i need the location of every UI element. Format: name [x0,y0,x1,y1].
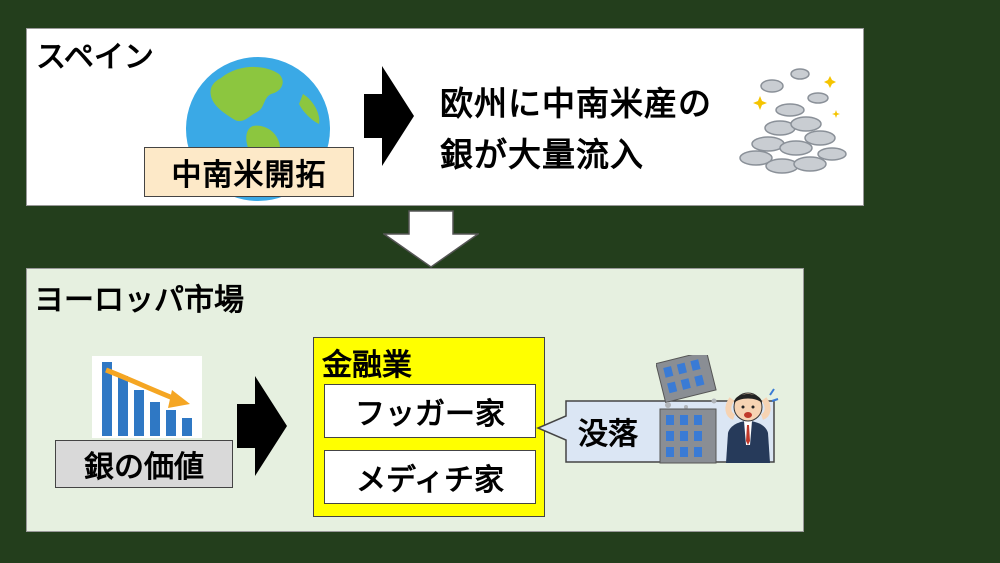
right-arrow-icon [364,66,414,166]
collapsing-building-icon [656,355,779,464]
medici-family-box: メディチ家 [324,450,536,504]
right-arrow-icon [237,376,287,476]
finance-title: 金融業 [322,348,412,383]
decline-label: 没落 [578,417,638,452]
fugger-family-box: フッガー家 [324,384,536,438]
silver-inflow-text: 欧州に中南米産の 銀が大量流入 [440,78,712,180]
silver-coins-icon [739,68,847,174]
colony-label: 中南米開拓 [144,147,354,197]
spain-title: スペイン [36,40,154,75]
declining-chart-icon [92,356,202,438]
silver-value-label: 銀の価値 [55,440,233,488]
europe-title: ヨーロッパ市場 [34,283,244,318]
distressed-businessman-icon [725,388,779,463]
silver-text-line-2: 銀が大量流入 [440,135,644,174]
down-arrow-icon [383,210,479,268]
silver-text-line-1: 欧州に中南米産の [440,84,712,123]
